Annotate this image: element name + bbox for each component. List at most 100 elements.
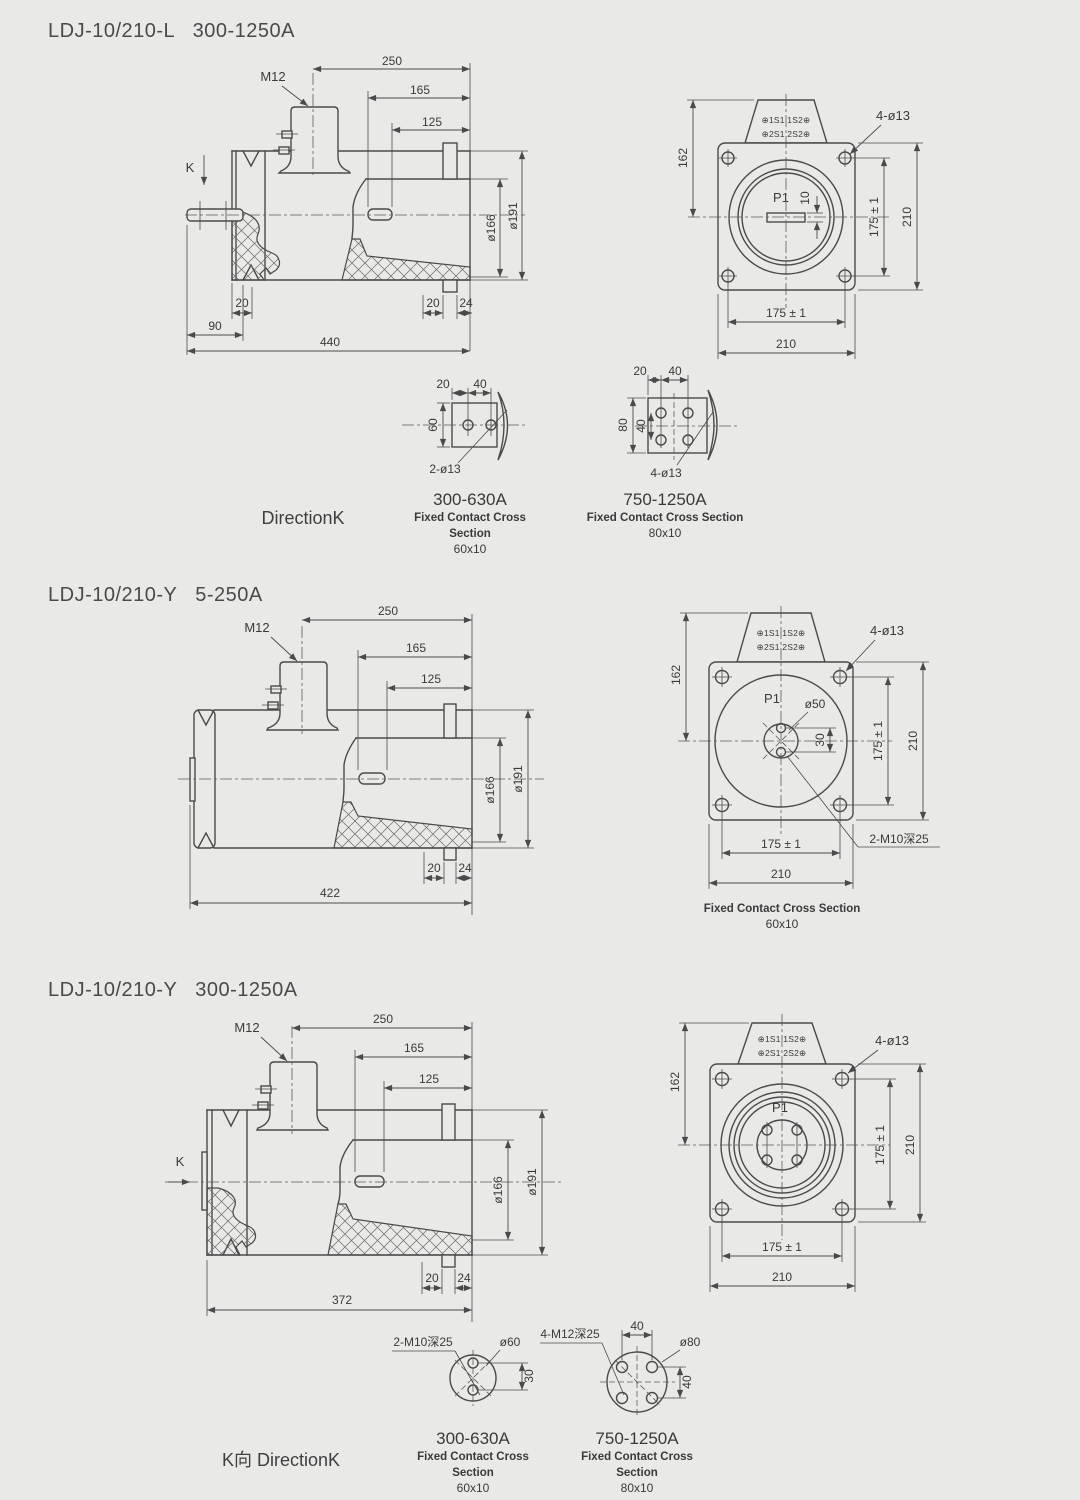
- dim-10-label: 10: [798, 191, 812, 205]
- dim-24-label: 24: [459, 296, 473, 310]
- dim-80: 80: [616, 397, 646, 454]
- dim-175-bottom: 175 ± 1: [727, 284, 846, 328]
- section-1-title: LDJ-10/210-L 300-1250A: [48, 20, 295, 42]
- hatched-insulation: [231, 211, 471, 281]
- size-label: 80x10: [620, 1481, 654, 1495]
- dia-50-callout: ø50: [788, 697, 826, 731]
- thread-label: 2-M10深25: [393, 1335, 453, 1349]
- dim-24-label: 24: [457, 1271, 471, 1285]
- body-outline: [231, 63, 528, 351]
- k-direction-arrow: K: [168, 1154, 190, 1186]
- holes: [615, 1360, 659, 1405]
- dim-166-label: ø166: [484, 214, 498, 242]
- direction-k-label-1: DirectionK: [261, 508, 345, 528]
- dim-125: 125: [386, 672, 472, 770]
- holes-callout: 4-ø13: [847, 1033, 909, 1074]
- diag-centerline: [614, 1359, 661, 1406]
- dim-210-right: 210: [858, 1063, 926, 1223]
- holes: [462, 414, 497, 436]
- dim-162-label: 162: [676, 148, 690, 168]
- dim-40-label: 40: [473, 377, 487, 391]
- contact-bar: [647, 397, 708, 454]
- dim-20-label: 20: [633, 364, 647, 378]
- detail-750-1250-y: 40 4-M12深25 ø80 40: [540, 1319, 701, 1418]
- dim-dia-191: ø191: [472, 1109, 548, 1256]
- dim-40-top: 40: [621, 1319, 653, 1360]
- dim-v210-label: 210: [903, 1135, 917, 1155]
- dim-30: 30: [478, 1362, 536, 1391]
- dim-166-label: ø166: [483, 776, 497, 804]
- m12-label: M12: [234, 1020, 259, 1035]
- k-direction-arrow: K: [186, 155, 208, 185]
- dim-20r-label: 20: [426, 296, 440, 310]
- section-3-title: LDJ-10/210-Y 300-1250A: [48, 979, 298, 1001]
- dim-125: 125: [391, 115, 470, 207]
- m10-label: 2-M10深25: [869, 832, 929, 846]
- dim-30-label: 30: [522, 1369, 536, 1383]
- dim-20-label: 20: [427, 861, 441, 875]
- thread-callout: 2-M10深25: [392, 1335, 481, 1396]
- dim-24: 24: [455, 861, 472, 884]
- dim-125-label: 125: [422, 115, 442, 129]
- p1-label: P1: [764, 691, 780, 706]
- direction-k-label-3: K向 DirectionK: [222, 1450, 341, 1470]
- dim-210-bottom: 210: [708, 824, 854, 889]
- m12-label: M12: [244, 620, 269, 635]
- holes-label: 2-ø13: [429, 462, 461, 476]
- dim-165-label: 165: [406, 641, 426, 655]
- detail-300-630-l: 20 40 60 2-ø13: [402, 377, 525, 476]
- secondary-terminal-tab: [443, 703, 457, 861]
- dim-210-bottom: 210: [717, 294, 856, 359]
- secondary-terminal-tab: [442, 142, 458, 293]
- flange-holes: [712, 1069, 852, 1219]
- dim-250-label: 250: [378, 604, 398, 618]
- dim-175-right: 175 ± 1: [853, 157, 890, 277]
- dim-440-label: 440: [320, 335, 340, 349]
- range-label: 300-630A: [433, 490, 507, 509]
- dim-40r-label: 40: [680, 1375, 694, 1389]
- dim-162-label: 162: [668, 1072, 682, 1092]
- dim-250: 250: [292, 1012, 472, 1032]
- dia-label: ø60: [500, 1335, 521, 1349]
- dim-165: 165: [354, 1041, 472, 1172]
- cross-section-label: Fixed Contact Cross Section: [414, 512, 526, 540]
- side-view-y-5-250: 250 165 125 ø166 ø191 20 24 422 M12: [178, 604, 544, 915]
- holes-label: 4-ø13: [650, 466, 682, 480]
- side-view-y-300-1250: 250 165 125 ø166 ø191 20 24 372 M12: [165, 1012, 564, 1322]
- holes-label: 4-ø13: [870, 623, 904, 638]
- dim-top: 20 40: [436, 377, 492, 414]
- detail-300-630-y: 2-M10深25 ø60 30: [392, 1335, 536, 1406]
- dim-v175-label: 175 ± 1: [867, 197, 881, 237]
- dim-250: 250: [302, 604, 472, 624]
- terminal-row2-label: ⊕2S1 2S2⊕: [762, 129, 811, 139]
- holes-callout: 2-ø13: [429, 409, 508, 476]
- holes-callout: 4-ø13: [849, 108, 910, 155]
- dim-40v-label: 40: [634, 419, 648, 433]
- dia-callout: ø60: [485, 1335, 521, 1367]
- m12-callout: M12: [234, 1020, 288, 1062]
- primary-terminal-stem: [273, 106, 351, 174]
- dia-callout: ø80: [661, 1335, 701, 1363]
- dim-20l-label: 20: [235, 296, 249, 310]
- range-label: 300-630A: [436, 1429, 510, 1448]
- hatched-insulation: [333, 801, 473, 849]
- dim-30-label: 30: [813, 733, 827, 747]
- dim-h175-label: 175 ± 1: [766, 306, 806, 320]
- dim-20-left: 20: [231, 283, 253, 319]
- dim-191-label: ø191: [506, 202, 520, 230]
- dim-24: 24: [454, 1269, 472, 1294]
- dim-250: 250: [313, 54, 470, 73]
- cross-section-label: Fixed Contact Cross Section: [586, 512, 744, 524]
- side-view-l-300-1250: 250 165 125 ø166 ø191 20 90 440 20: [185, 54, 528, 355]
- dim-20-label: 20: [436, 377, 450, 391]
- dim-210-right: 210: [858, 142, 923, 291]
- dim-440: 440: [187, 335, 470, 355]
- dim-60: 60: [426, 402, 450, 448]
- dim-h175-label: 175 ± 1: [761, 837, 801, 851]
- cross-section-label: Fixed Contact Cross Section: [703, 903, 861, 915]
- dim-175-bottom: 175 ± 1: [721, 815, 841, 859]
- contact-slot: [354, 1175, 385, 1188]
- caption-300-630-1: 300-630A Fixed Contact Cross Section 60x…: [395, 489, 545, 557]
- section-2-title: LDJ-10/210-Y 5-250A: [48, 584, 263, 606]
- holes: [655, 405, 694, 448]
